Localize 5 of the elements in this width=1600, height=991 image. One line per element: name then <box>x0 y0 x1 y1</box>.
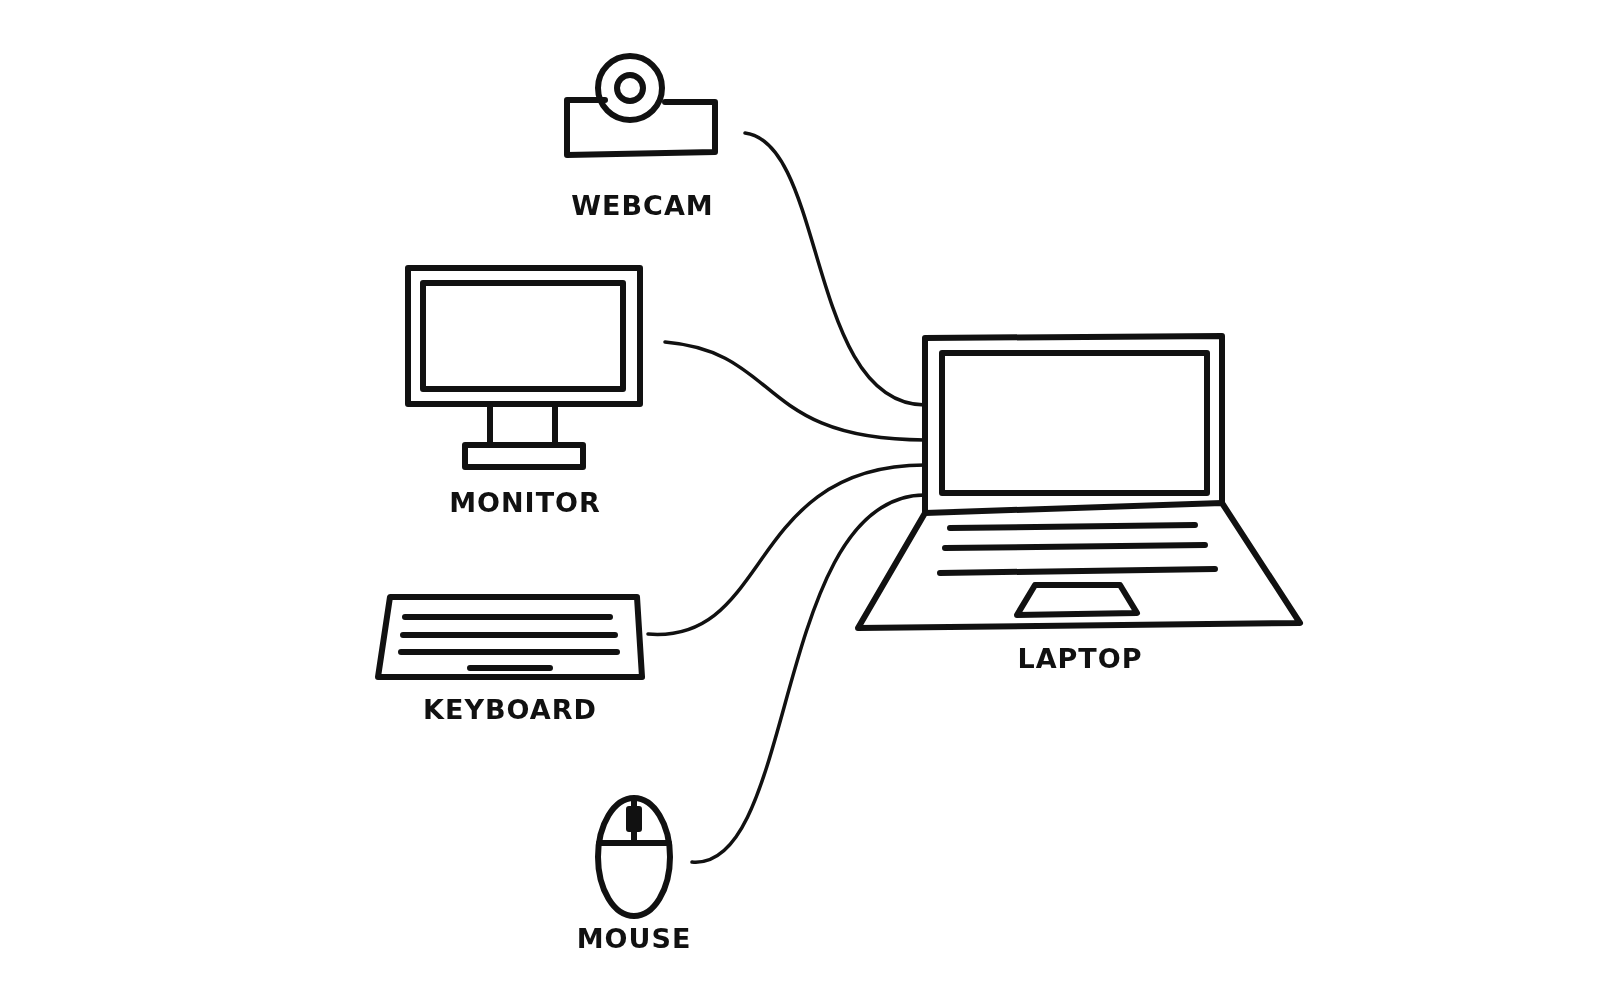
device-label: MONITOR <box>449 487 601 518</box>
device-label: KEYBOARD <box>423 694 597 725</box>
device-label: MOUSE <box>576 923 692 954</box>
device-label: LAPTOP <box>1017 643 1143 674</box>
device-label: WEBCAM <box>571 190 714 221</box>
